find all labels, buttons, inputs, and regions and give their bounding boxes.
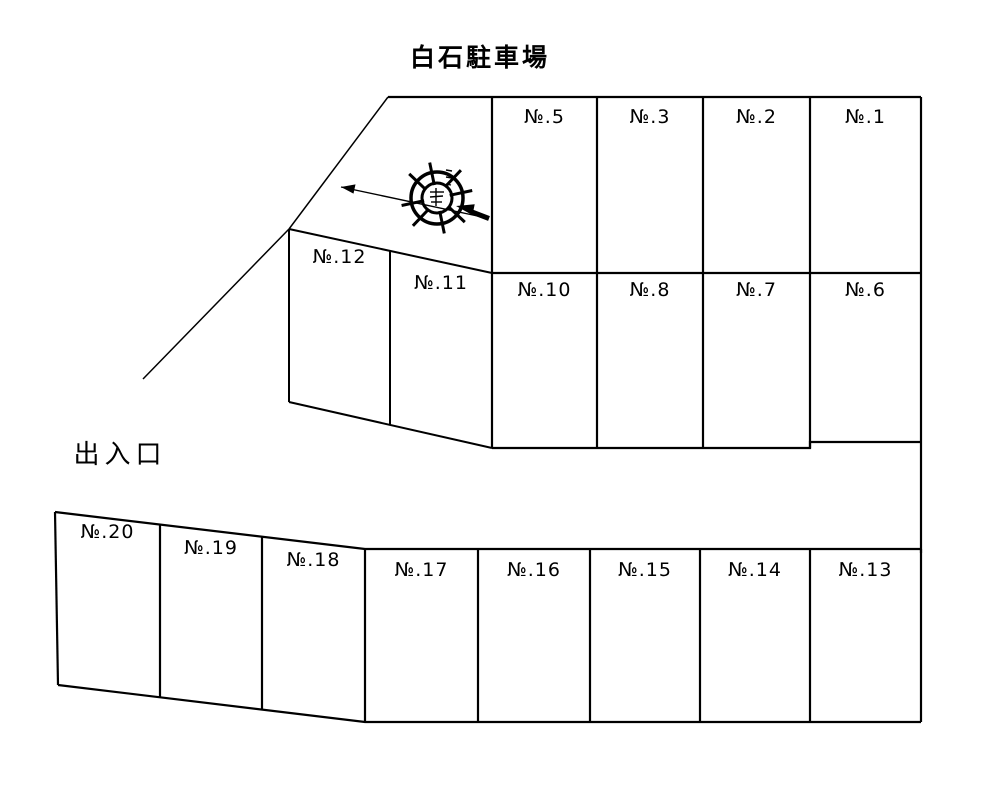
entrance-label: 出入口	[73, 440, 167, 470]
stall-no-18: №.18	[286, 549, 341, 571]
stall-no-13: №.13	[838, 559, 893, 581]
stall-no-10: №.10	[517, 279, 572, 301]
bottom-row-lines	[53, 510, 923, 724]
stall-no-8: №.8	[629, 279, 671, 301]
boundary-diagonals	[142, 96, 389, 380]
stall-no-6: №.6	[845, 279, 886, 301]
double-left-arrow-icon	[340, 184, 490, 221]
lot-title: 白石駐車場	[409, 43, 550, 72]
ship-wheel-stamp-icon	[401, 162, 473, 234]
stall-no-7: №.7	[736, 279, 777, 301]
stall-no-19: №.19	[184, 537, 238, 559]
stall-no-12: №.12	[312, 246, 367, 268]
stall-no-11: №.11	[414, 272, 468, 294]
stall-no-2: №.2	[736, 106, 777, 128]
stall-no-16: №.16	[507, 559, 561, 581]
top-grid-lines	[388, 95, 923, 553]
stall-no-14: №.14	[728, 559, 782, 581]
stall-no-3: №.3	[629, 106, 671, 128]
stall-no-5: №.5	[524, 106, 565, 128]
stall-no-20: №.20	[80, 521, 135, 543]
stall-no-17: №.17	[394, 559, 449, 581]
stall-no-1: №.1	[845, 106, 886, 128]
slant-block-lines	[288, 228, 493, 449]
stall-no-15: №.15	[618, 559, 672, 581]
